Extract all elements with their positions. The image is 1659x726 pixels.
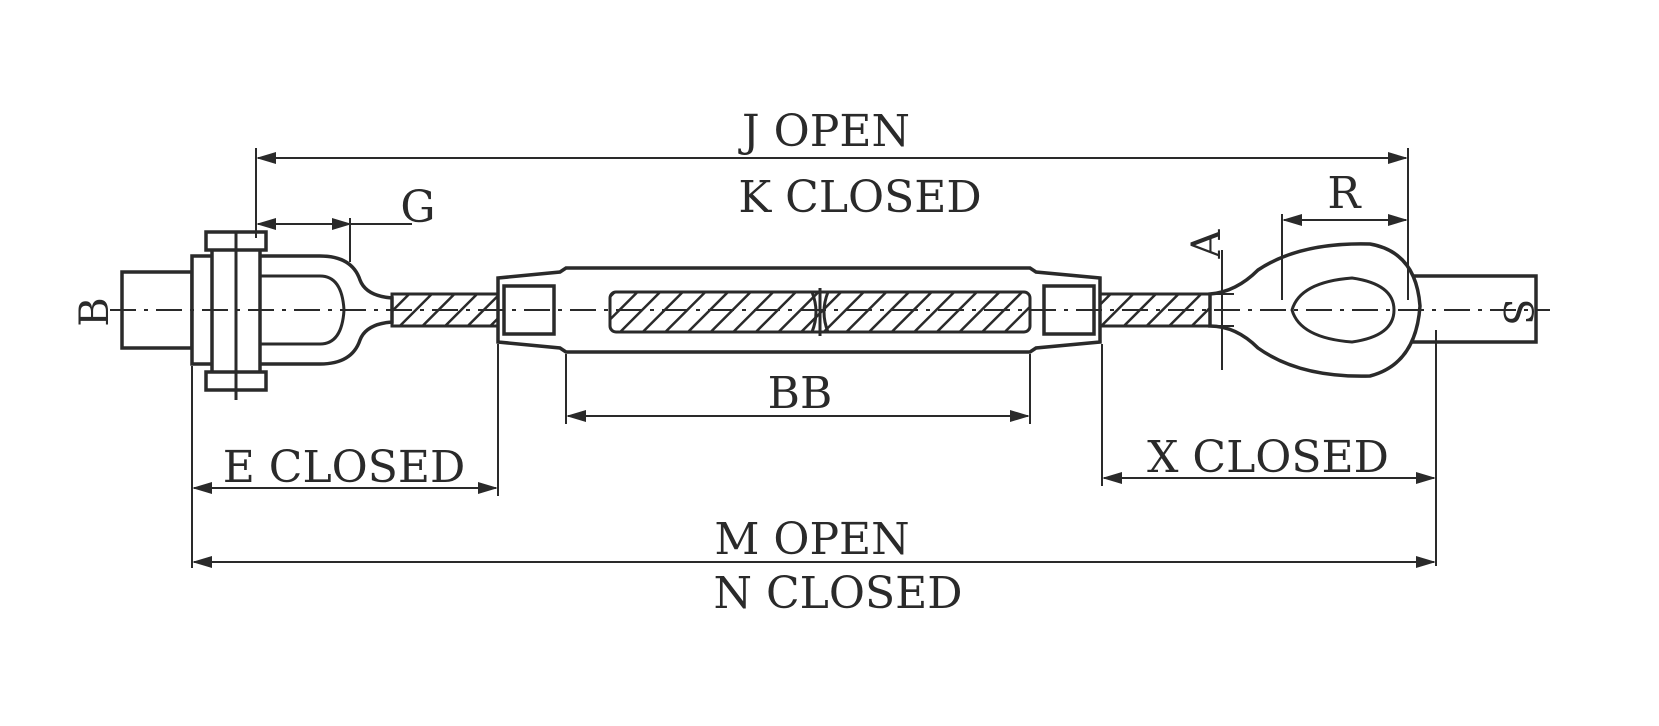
- r-label: R: [1327, 168, 1362, 219]
- eye-hole: [1290, 276, 1396, 344]
- x-closed-label: X CLOSED: [1147, 432, 1389, 483]
- n-closed-label: N CLOSED: [714, 568, 963, 619]
- dim-bb: BB: [565, 354, 1031, 424]
- k-closed-label: K CLOSED: [738, 172, 981, 223]
- a-label: A: [1184, 228, 1230, 259]
- e-closed-label: E CLOSED: [223, 442, 466, 493]
- dim-a: A: [1184, 228, 1234, 370]
- jaw-end: [120, 230, 394, 400]
- thread-center-mark: [810, 291, 830, 333]
- dim-r: R: [1281, 168, 1408, 300]
- dim-g: G: [256, 182, 436, 262]
- j-open-label: J OPEN: [738, 106, 910, 157]
- bb-label: BB: [768, 368, 833, 419]
- dim-x: X CLOSED: [1101, 330, 1437, 566]
- g-label: G: [400, 182, 435, 233]
- s-label: S: [1494, 298, 1540, 325]
- dim-m-n: M OPEN N CLOSED: [192, 514, 1436, 619]
- b-label: B: [72, 297, 118, 326]
- m-open-label: M OPEN: [714, 514, 909, 565]
- dim-e: E CLOSED: [191, 344, 499, 568]
- dim-j-k: J OPEN K CLOSED: [255, 106, 1409, 300]
